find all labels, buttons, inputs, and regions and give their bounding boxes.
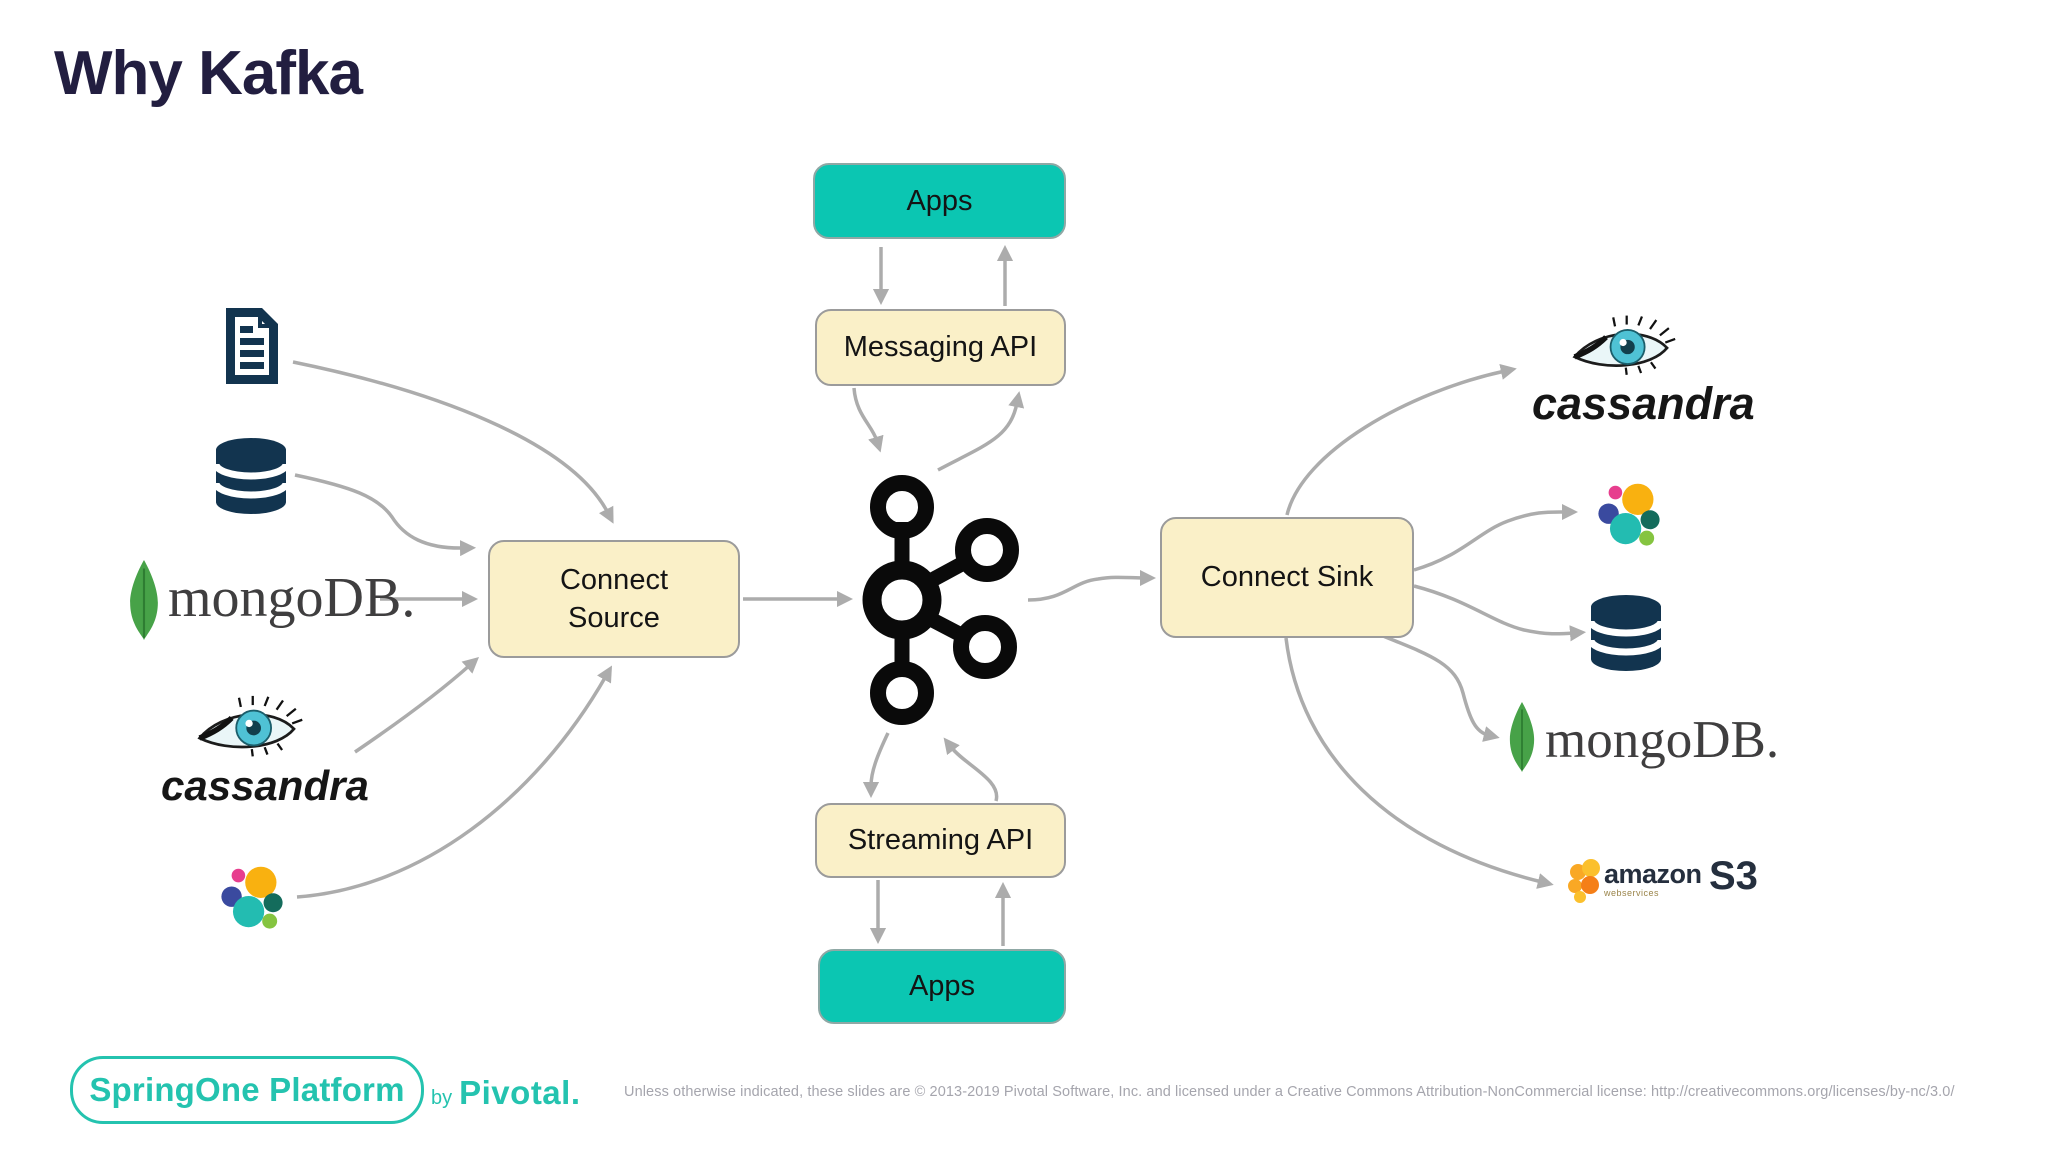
arrow-document-to-connect-source <box>292 360 614 524</box>
file-document-icon <box>226 308 278 384</box>
arrow-streaming-to-kafka <box>943 737 999 802</box>
arrow-connect-sink-to-amazon-s3 <box>1284 637 1554 889</box>
mongodb-leaf-icon <box>130 560 158 640</box>
connect-source-box: Connect Source <box>488 540 740 658</box>
connect-sink-label: Connect Sink <box>1200 561 1374 594</box>
arrow-connect-sink-to-mongodb <box>1377 632 1500 742</box>
apps-top-box: Apps <box>813 163 1066 239</box>
by-label: by <box>431 1087 453 1109</box>
streaming-api-label: Streaming API <box>847 824 1034 857</box>
aws-cloud-icon <box>1568 859 1600 903</box>
kafka-logo <box>862 475 1019 725</box>
cassandra-wordmark: cassandra <box>161 762 369 809</box>
s3-wordmark: S3 <box>1709 854 1758 898</box>
pivotal-wordmark: Pivotal. <box>459 1074 581 1111</box>
arrow-kafka-to-messaging <box>937 391 1025 472</box>
arrow-kafka-to-connect-sink <box>1027 569 1157 602</box>
connect-source-label: Connect Source <box>559 563 668 634</box>
arrow-cassandra-to-connect-source <box>354 656 480 754</box>
by-pivotal-logo: by Pivotal. <box>431 1074 581 1112</box>
connect-sink-box: Connect Sink <box>1160 517 1414 638</box>
database-icon <box>214 438 288 514</box>
cassandra-wordmark: cassandra <box>1532 378 1755 429</box>
cassandra-eye-icon <box>1572 315 1676 375</box>
arrow-kafka-to-streaming <box>862 732 890 799</box>
arrow-connect-sink-to-cassandra <box>1285 363 1517 516</box>
license-text: Unless otherwise indicated, these slides… <box>624 1084 1955 1100</box>
arrow-database-to-connect-source <box>294 473 477 557</box>
springone-platform-label: SpringOne Platform <box>89 1071 405 1108</box>
mongodb-wordmark: mongoDB. <box>1545 711 1780 769</box>
apps-bottom-label: Apps <box>908 970 976 1003</box>
apps-bottom-box: Apps <box>818 949 1066 1024</box>
amazon-s3-logo: amazon webservices S3 <box>1566 852 1766 912</box>
arrow-elasticsearch-to-connect-source <box>296 665 613 899</box>
apps-top-label: Apps <box>906 184 973 217</box>
mongodb-leaf-icon <box>1509 702 1535 772</box>
messaging-api-label: Messaging API <box>843 331 1038 364</box>
arrow-connect-sink-to-database <box>1413 584 1587 642</box>
springone-platform-badge: SpringOne Platform <box>70 1056 424 1124</box>
cassandra-eye-icon <box>197 695 303 757</box>
amazon-wordmark: amazon <box>1604 859 1702 889</box>
messaging-api-box: Messaging API <box>815 309 1066 386</box>
streaming-api-box: Streaming API <box>815 803 1066 878</box>
mongodb-wordmark: mongoDB. <box>168 567 416 629</box>
elasticsearch-icon <box>1598 483 1660 546</box>
webservices-wordmark: webservices <box>1604 888 1660 898</box>
arrow-messaging-to-kafka <box>852 387 884 453</box>
page-title: Why Kafka <box>54 39 363 108</box>
elasticsearch-icon <box>221 866 283 929</box>
database-icon <box>1589 595 1663 671</box>
arrow-connect-sink-to-elasticsearch <box>1413 503 1579 572</box>
